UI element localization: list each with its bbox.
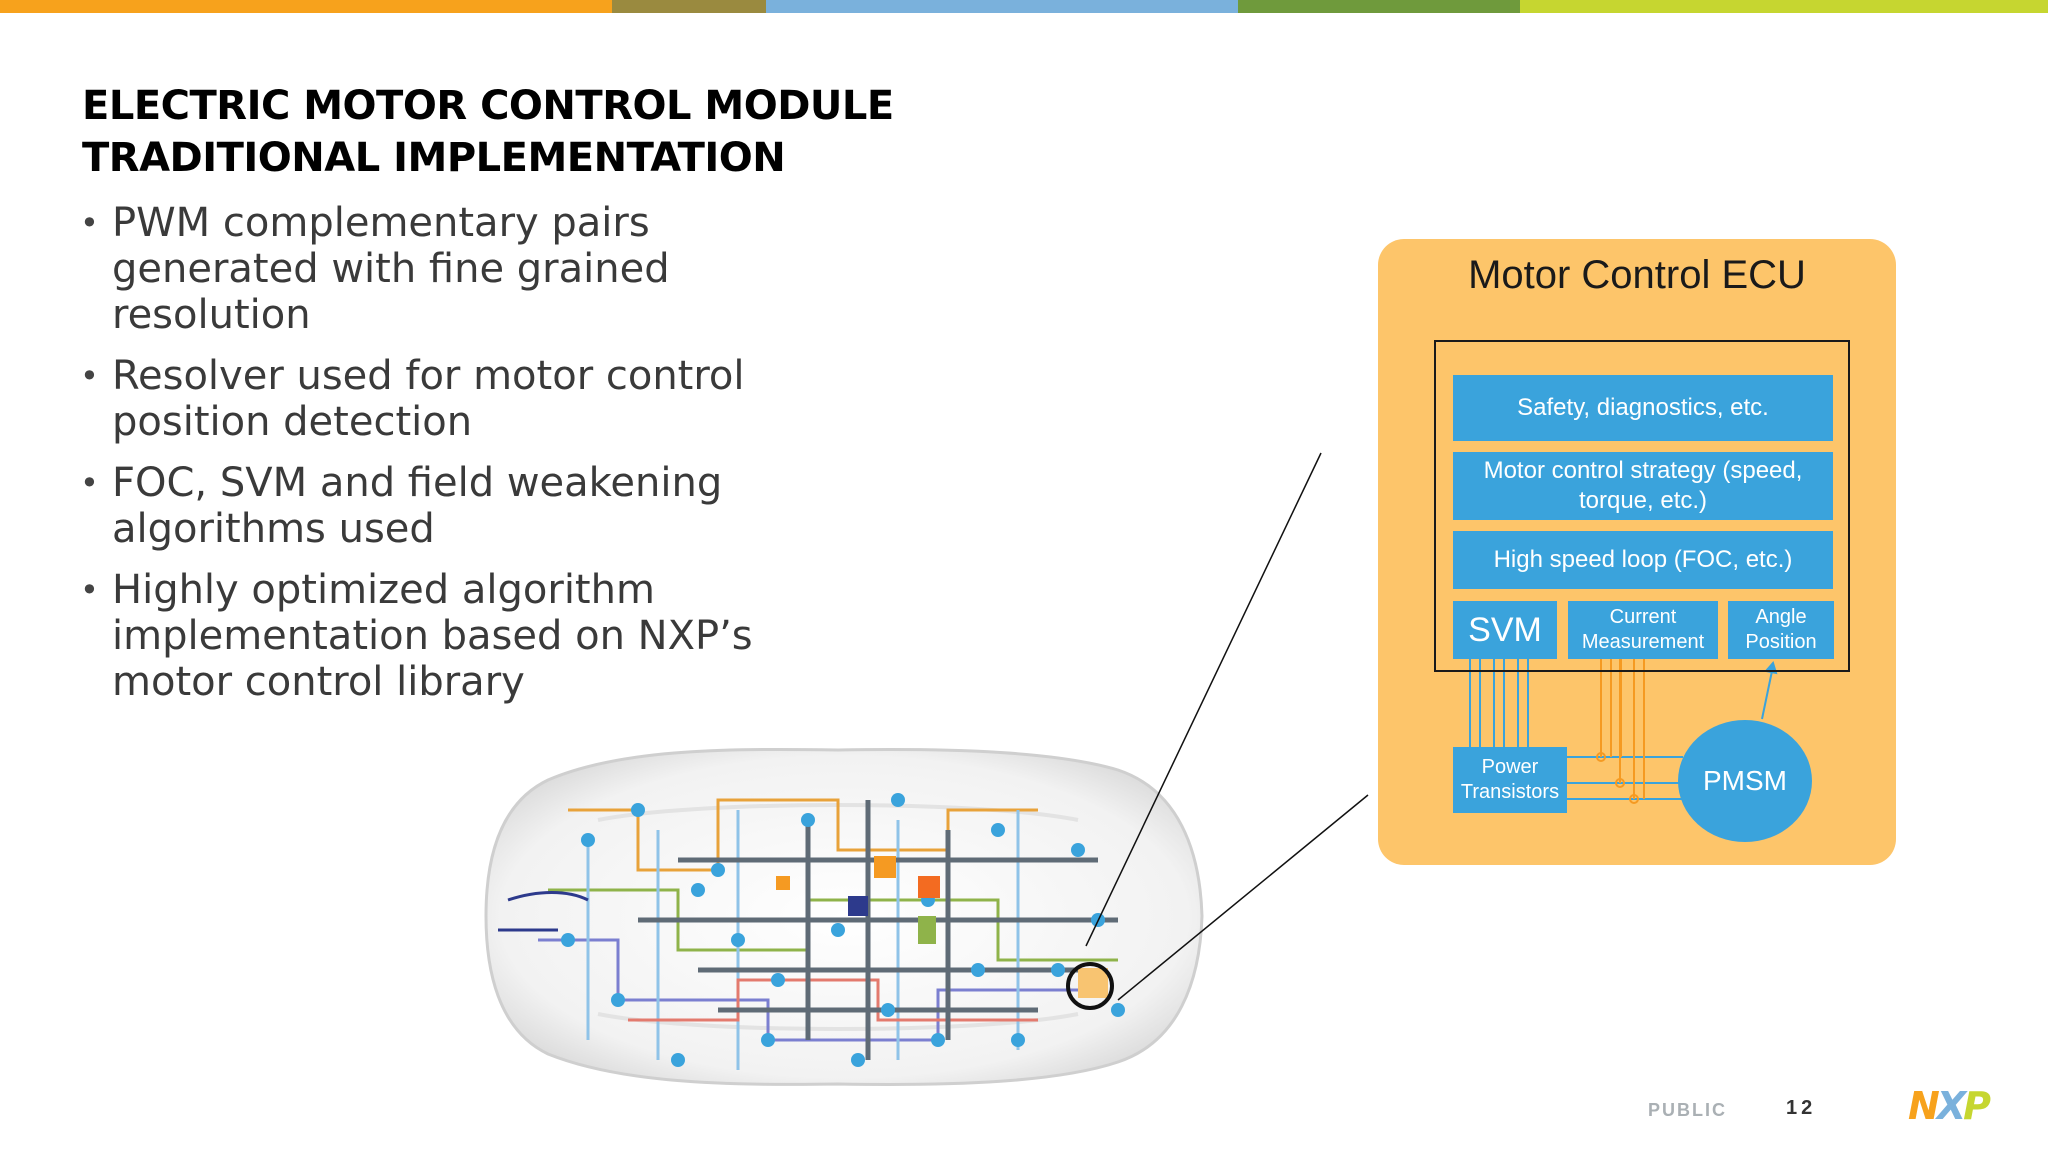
band-blue: [766, 0, 1238, 13]
bullet-line: position detection: [112, 399, 473, 445]
block-label: PMSM: [1703, 765, 1787, 796]
bullet-line: generated with fine grained: [112, 246, 670, 292]
bullet-line: Resolver used for motor control: [112, 353, 745, 399]
power-transistors-block: Power Transistors: [1453, 747, 1567, 813]
slide-title-line: ELECTRIC MOTOR CONTROL MODULE: [82, 83, 894, 129]
bullet-item: • PWM complementary pairs generated with…: [78, 200, 798, 338]
bullet-dot: •: [80, 464, 99, 502]
band-green: [1238, 0, 1520, 13]
svm-block: SVM: [1453, 601, 1557, 659]
block-label: Measurement: [1581, 631, 1705, 653]
slide-title: ELECTRIC MOTOR CONTROL MODULE TRADITIONA…: [82, 80, 894, 184]
bullet-item: • FOC, SVM and field weakening algorithm…: [78, 460, 798, 552]
bullet-dot: •: [80, 204, 99, 242]
bullet-line: PWM complementary pairs: [112, 200, 650, 246]
block-label: torque, etc.): [1578, 487, 1708, 514]
bullet-item: • Resolver used for motor control positi…: [78, 353, 798, 445]
angle-position-block: Angle Position: [1728, 601, 1834, 659]
bullet-dot: •: [80, 357, 99, 395]
current-measurement-block: Current Measurement: [1568, 601, 1718, 659]
signal-wires: [1469, 659, 1778, 804]
band-orange: [0, 0, 612, 13]
block-label: Safety, diagnostics, etc.: [1517, 394, 1769, 421]
bullet-line: Highly optimized algorithm: [112, 567, 655, 613]
slide-title-line: TRADITIONAL IMPLEMENTATION: [82, 135, 786, 181]
block-label: High speed loop (FOC, etc.): [1493, 546, 1793, 573]
ecu-title: Motor Control ECU: [1468, 253, 1806, 297]
ecu-highlight-circle-icon: [1066, 962, 1114, 1010]
block-label: Current: [1609, 606, 1677, 628]
top-color-band: [0, 0, 2048, 13]
bullet-dot: •: [80, 571, 99, 609]
nxp-logo: NXP: [1908, 1084, 1991, 1128]
band-olive: [612, 0, 766, 13]
block-label: Power: [1481, 756, 1539, 778]
block-label: Angle: [1755, 606, 1807, 628]
motor-control-strategy-block: Motor control strategy (speed, torque, e…: [1453, 452, 1833, 520]
motor-control-ecu-diagram: Motor Control ECU Saf: [1378, 239, 1896, 865]
page-number: 12: [1786, 1097, 1817, 1119]
block-label: Motor control strategy (speed,: [1483, 457, 1803, 484]
block-label: Position: [1745, 631, 1817, 653]
classification-label: PUBLIC: [1648, 1100, 1727, 1120]
pmsm-motor-circle: PMSM: [1678, 720, 1812, 842]
safety-diagnostics-block: Safety, diagnostics, etc.: [1453, 375, 1833, 441]
block-label: SVM: [1468, 610, 1542, 649]
bullet-line: algorithms used: [112, 506, 435, 552]
controller-frame: [1434, 340, 1850, 672]
bullet-list: • PWM complementary pairs generated with…: [78, 200, 798, 720]
bullet-item: • Highly optimized algorithm implementat…: [78, 567, 798, 705]
bullet-line: resolution: [112, 292, 311, 338]
high-speed-loop-block: High speed loop (FOC, etc.): [1453, 531, 1833, 589]
block-label: Transistors: [1460, 781, 1560, 803]
car-network-icon: [484, 747, 1204, 1086]
bullet-line: FOC, SVM and field weakening: [112, 460, 723, 506]
bullet-line: implementation based on NXP’s: [112, 613, 753, 659]
logo-letter-p: P: [1963, 1084, 1991, 1128]
logo-letter-x: X: [1936, 1084, 1966, 1128]
logo-letter-n: N: [1908, 1084, 1940, 1128]
band-lime: [1520, 0, 2048, 13]
bullet-line: motor control library: [112, 659, 525, 705]
